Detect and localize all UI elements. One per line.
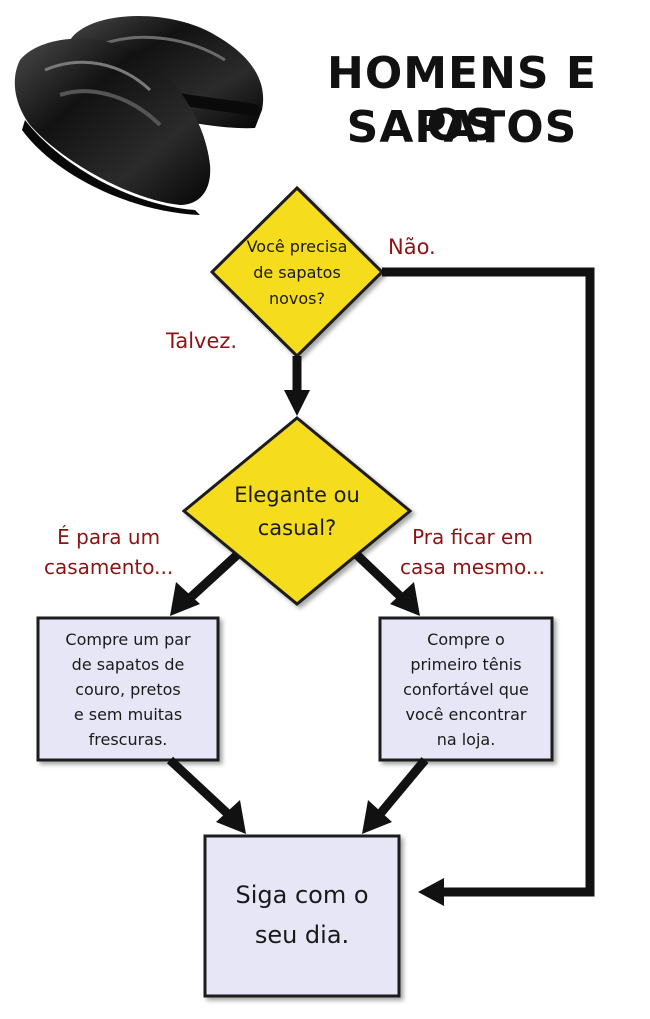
arrow-no [382,267,595,906]
arrow-maybe [284,356,310,416]
end-box [203,834,401,998]
arrow-formal-to-end [166,756,246,834]
decision-diamond-style [181,416,413,606]
label-no: Não. [388,235,436,259]
page-title-line-2: SAPATOS [346,102,578,153]
label-wedding: É para um casamento... [44,525,174,579]
end-text: Siga com o seu dia. [235,881,369,949]
label-maybe: Talvez. [166,329,238,353]
action-box-casual [378,616,554,762]
action-casual-text: Compre o primeiro tênis confortável que … [403,629,529,749]
page-title-line-1: HOMENS E OS [327,48,597,151]
arrow-wedding [170,551,241,616]
arrow-casual-to-end [362,757,429,834]
arrow-home [353,551,420,616]
decision-new-shoes-text: Você precisa de sapatos novos? [246,237,348,308]
action-formal-text: Compre um par de sapatos de couro, preto… [65,629,191,749]
label-home: Pra ficar em casa mesmo... [400,525,545,579]
action-box-formal [36,616,220,762]
decision-style-text: Elegante ou casual? [234,483,360,540]
